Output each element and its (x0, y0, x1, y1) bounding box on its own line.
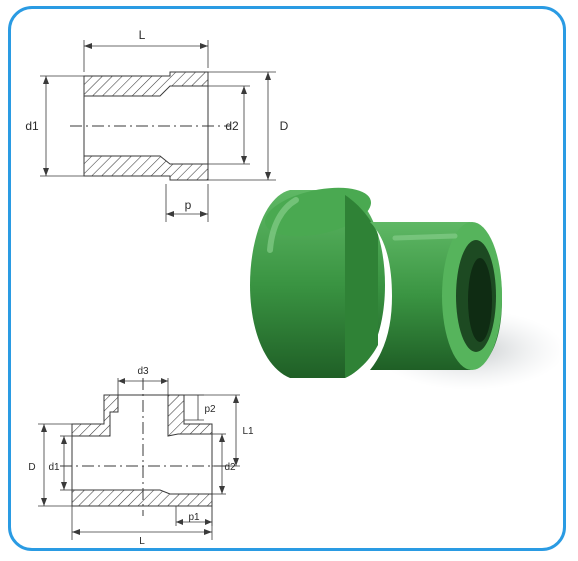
tee-label-d2: d2 (224, 462, 236, 473)
tee-label-d3: d3 (137, 366, 149, 377)
tee-label-L: L (139, 536, 145, 547)
tee-label-D: D (28, 462, 35, 473)
reducer-label-p: p (185, 198, 192, 212)
reducer-label-D: D (280, 119, 289, 133)
tee-label-p1: p1 (188, 512, 200, 523)
tee-label-d1: d1 (48, 462, 60, 473)
reducer-label-L: L (139, 28, 146, 42)
reducer-label-d2: d2 (225, 119, 239, 133)
reducer-section-drawing (40, 40, 276, 222)
reducer-label-d1: d1 (25, 119, 39, 133)
tee-section-drawing (38, 378, 240, 540)
tee-label-L1: L1 (242, 426, 254, 437)
reducer-photo (250, 187, 565, 390)
tee-label-p2: p2 (204, 404, 216, 415)
